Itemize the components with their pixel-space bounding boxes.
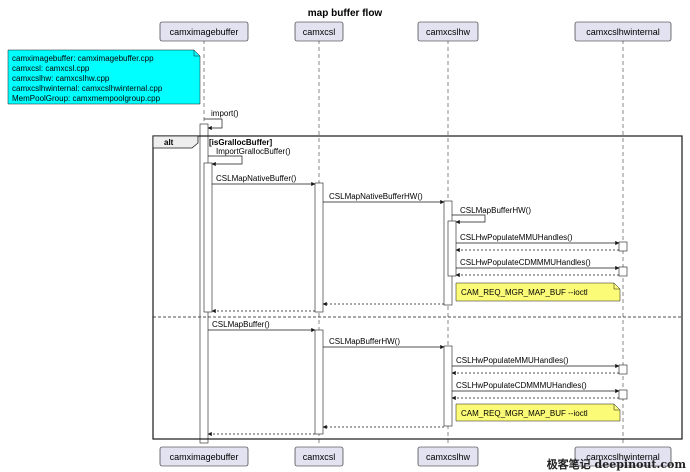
message-label: CSLHwPopulateMMUHandles()	[460, 233, 573, 242]
participant-camxcslhw-top: camxcslhw	[417, 21, 479, 42]
ioctl-note-text: CAM_REQ_MGR_MAP_BUF --ioctl	[461, 409, 588, 418]
participant-camximagebuffer-bottom: camximagebuffer	[159, 446, 249, 467]
source-note-line: camxcsl: camxcsl.cpp	[12, 64, 90, 73]
message-label: CSLMapBufferHW()	[329, 337, 400, 346]
source-file-note: camximagebuffer: camximagebuffer.cpp cam…	[7, 49, 201, 105]
participant-label: camximagebuffer	[170, 452, 239, 462]
message-label: CSLHwPopulateCDMMMUHandles()	[456, 381, 587, 390]
message-label: CSLMapBuffer()	[212, 320, 270, 329]
diagram-title: map buffer flow	[308, 8, 383, 19]
participant-label: camximagebuffer	[170, 27, 239, 37]
source-note-line: camxcslhw: camxcslhw.cpp	[12, 74, 110, 83]
alt-guard: [isGrallocBuffer]	[209, 138, 272, 147]
message-csl-map-buffer-hw: CSLMapBufferHW()	[323, 337, 445, 350]
participant-label: camxcslhw	[426, 452, 471, 462]
participant-label: camxcslhwinternal	[586, 27, 660, 37]
participant-camxcsl-bottom: camxcsl	[294, 446, 344, 467]
alt-keyword: alt	[164, 138, 174, 147]
participant-camximagebuffer-top: camximagebuffer	[159, 21, 249, 42]
message-populate-cdm-2: CSLHwPopulateCDMMMUHandles()	[451, 381, 620, 401]
participant-camxcsl-top: camxcsl	[294, 21, 344, 42]
participant-label: camxcsl	[303, 452, 336, 462]
participant-camxcslhw-bottom: camxcslhw	[417, 446, 479, 467]
message-csl-map-native-hw: CSLMapNativeBufferHW()	[323, 192, 445, 205]
activation-camxcsl-1	[314, 182, 324, 313]
alt-tab	[152, 135, 199, 149]
ioctl-note-2: CAM_REQ_MGR_MAP_BUF --ioctl	[455, 403, 621, 422]
alt-frame	[152, 135, 683, 440]
message-label: CSLMapBufferHW()	[460, 206, 531, 215]
message-import: import()	[204, 109, 239, 131]
message-import-gralloc: ImportGrallocBuffer()	[208, 147, 291, 167]
activation-bars	[199, 123, 628, 444]
participant-label: camxcslhw	[426, 27, 471, 37]
participant-camxcslhwinternal-top: camxcslhwinternal	[574, 21, 672, 42]
message-populate-mmu-1: CSLHwPopulateMMUHandles()	[455, 233, 620, 253]
activation-camxcslhwinternal-3	[618, 364, 628, 375]
activation-camxcslhwinternal-2	[618, 266, 628, 277]
source-note-line: camximagebuffer: camximagebuffer.cpp	[12, 54, 154, 63]
message-populate-cdm-1: CSLHwPopulateCDMMMUHandles()	[455, 258, 620, 278]
activation-camximagebuffer-gralloc	[203, 162, 213, 313]
message-label: ImportGrallocBuffer()	[216, 147, 291, 156]
activation-camxcslhwinternal-4	[618, 389, 628, 400]
message-csl-map-buffer: CSLMapBuffer()	[208, 320, 316, 333]
alt-fragment: alt [isGrallocBuffer]	[152, 135, 683, 440]
participants-bottom: camximagebuffer camxcsl camxcslhw camxcs…	[159, 446, 672, 467]
message-label: CSLHwPopulateMMUHandles()	[456, 356, 569, 365]
watermark-text: 极客笔记 deepinout.com	[547, 457, 687, 471]
participants-top: camximagebuffer camxcsl camxcslhw camxcs…	[159, 21, 672, 42]
source-note-line: MemPoolGroup: camxmempoolgroup.cpp	[12, 94, 161, 103]
message-csl-map-native: CSLMapNativeBuffer()	[212, 174, 316, 187]
message-label: import()	[211, 109, 239, 118]
message-csl-map-buffer-hw-self: CSLMapBufferHW()	[452, 206, 531, 225]
activation-camxcslhw-1-self	[447, 220, 457, 277]
message-label: CSLMapNativeBufferHW()	[329, 192, 423, 201]
participant-label: camxcsl	[303, 27, 336, 37]
activation-camxcsl-2	[314, 329, 324, 435]
ioctl-note-1: CAM_REQ_MGR_MAP_BUF --ioctl	[455, 282, 621, 302]
message-label: CSLHwPopulateCDMMMUHandles()	[460, 258, 591, 267]
message-label: CSLMapNativeBuffer()	[216, 174, 297, 183]
participant-label: camxcslhwinternal	[586, 452, 660, 462]
participant-camxcslhwinternal-bottom: camxcslhwinternal	[574, 446, 672, 467]
ioctl-note-text: CAM_REQ_MGR_MAP_BUF --ioctl	[461, 288, 588, 297]
activation-camxcslhwinternal-1	[618, 241, 628, 252]
source-note-line: camxcslhwinternal: camxcslhwinternal.cpp	[12, 84, 163, 93]
activation-camxcslhw-2	[443, 345, 453, 427]
message-populate-mmu-2: CSLHwPopulateMMUHandles()	[451, 356, 620, 376]
